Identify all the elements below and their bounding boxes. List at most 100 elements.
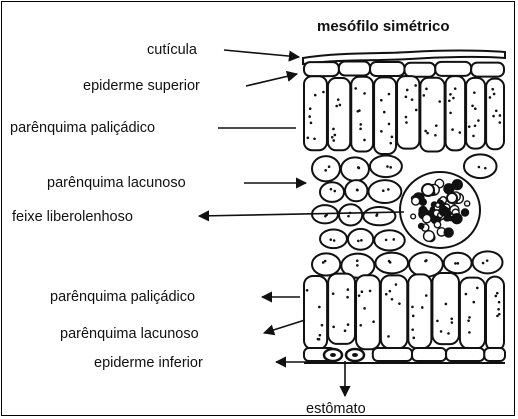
- arrow-lacunoso-bottom: [264, 320, 305, 333]
- chloroplast-dot: [494, 295, 497, 298]
- chloroplast-dot: [451, 321, 454, 324]
- chloroplast-dot: [405, 121, 408, 124]
- xylem-vessel: [447, 193, 457, 203]
- chloroplast-dot: [493, 93, 496, 96]
- chloroplast-dot: [388, 123, 391, 126]
- chloroplast-dot: [344, 329, 347, 332]
- chloroplast-dot: [363, 92, 366, 95]
- chloroplast-dot: [356, 259, 359, 262]
- chloroplast-dot: [335, 105, 338, 108]
- chloroplast-dot: [425, 88, 428, 91]
- spongy-cell: [339, 204, 362, 225]
- chloroplast-dot: [499, 114, 502, 117]
- chloroplast-dot: [398, 302, 401, 305]
- chloroplast-dot: [347, 288, 350, 291]
- chloroplast-dot: [380, 99, 383, 102]
- spongy-cell: [312, 253, 340, 275]
- chloroplast-dot: [386, 165, 389, 168]
- chloroplast-dot: [449, 112, 452, 115]
- palisade-cell: [486, 79, 504, 150]
- chloroplast-dot: [438, 100, 441, 103]
- chloroplast-dot: [347, 215, 350, 218]
- chloroplast-dot: [465, 293, 468, 296]
- chloroplast-dot: [319, 334, 322, 337]
- chloroplast-dot: [389, 261, 392, 264]
- chloroplast-dot: [331, 136, 334, 139]
- chloroplast-dot: [310, 122, 313, 125]
- chloroplast-dot: [474, 107, 477, 110]
- chloroplast-dot: [492, 115, 495, 118]
- epidermis-cell: [412, 348, 446, 361]
- palisade-cell: [397, 76, 419, 149]
- chloroplast-dot: [328, 165, 331, 168]
- chloroplast-dot: [346, 296, 349, 299]
- chloroplast-dot: [454, 87, 457, 90]
- palisade-cell: [446, 76, 465, 150]
- palisade-cell: [381, 275, 407, 348]
- chloroplast-dot: [389, 166, 392, 169]
- vascular-cell: [424, 231, 435, 242]
- vascular-cell: [412, 197, 420, 205]
- chloroplast-dot: [434, 134, 437, 137]
- chloroplast-dot: [309, 107, 312, 110]
- chloroplast-dot: [486, 259, 489, 262]
- chloroplast-dot: [452, 97, 455, 100]
- chloroplast-dot: [477, 119, 480, 122]
- chloroplast-dot: [360, 239, 363, 242]
- spongy-cell: [348, 229, 373, 250]
- chloroplast-dot: [322, 91, 325, 94]
- chloroplast-dot: [358, 294, 361, 297]
- chloroplast-dot: [445, 303, 448, 306]
- chloroplast-dot: [385, 239, 388, 242]
- chloroplast-dot: [332, 326, 335, 329]
- chloroplast-dot: [457, 262, 460, 265]
- chloroplast-dot: [380, 130, 383, 133]
- chloroplast-dot: [415, 109, 418, 112]
- chloroplast-dot: [383, 111, 386, 114]
- vascular-cell: [434, 221, 440, 227]
- chloroplast-dot: [388, 93, 391, 96]
- chloroplast-dot: [356, 264, 359, 267]
- chloroplast-dot: [405, 116, 408, 119]
- chloroplast-dot: [363, 139, 366, 142]
- chloroplast-dot: [389, 290, 392, 293]
- chloroplast-dot: [382, 189, 385, 192]
- chloroplast-dot: [478, 166, 481, 169]
- chloroplast-dot: [332, 128, 335, 131]
- epidermis-cell: [370, 62, 404, 76]
- chloroplast-dot: [387, 335, 390, 338]
- chloroplast-dot: [361, 290, 364, 293]
- vascular-cell: [439, 207, 447, 215]
- chloroplast-dot: [426, 132, 429, 135]
- vascular-cell: [444, 228, 453, 237]
- palisade-cell: [328, 274, 355, 344]
- lower-palisade-layer: [304, 273, 504, 351]
- vascular-cell: [452, 214, 462, 224]
- chloroplast-dot: [491, 88, 494, 91]
- spongy-cell: [374, 230, 404, 250]
- chloroplast-dot: [313, 137, 316, 140]
- chloroplast-dot: [329, 238, 332, 241]
- spongy-cell: [473, 251, 503, 273]
- chloroplast-dot: [375, 214, 378, 217]
- chloroplast-dot: [412, 315, 415, 318]
- vascular-bundle: [400, 172, 480, 248]
- chloroplast-dot: [339, 104, 342, 107]
- chloroplast-dot: [358, 109, 361, 112]
- chloroplast-dot: [332, 139, 335, 142]
- chloroplast-dot: [423, 94, 426, 97]
- chloroplast-dot: [498, 121, 501, 124]
- chloroplast-dot: [489, 96, 492, 99]
- epidermis-cell: [471, 63, 504, 77]
- vascular-cell: [462, 209, 469, 216]
- vascular-cell: [465, 201, 470, 206]
- upper-epidermis-layer: [304, 61, 504, 76]
- chloroplast-dot: [330, 188, 333, 191]
- epidermis-cell: [446, 348, 484, 361]
- xylem-vessel: [422, 184, 434, 196]
- chloroplast-dot: [307, 137, 310, 140]
- palisade-cell: [304, 276, 327, 349]
- chloroplast-dot: [472, 301, 475, 304]
- chloroplast-dot: [496, 292, 499, 295]
- spongy-cell: [370, 156, 402, 178]
